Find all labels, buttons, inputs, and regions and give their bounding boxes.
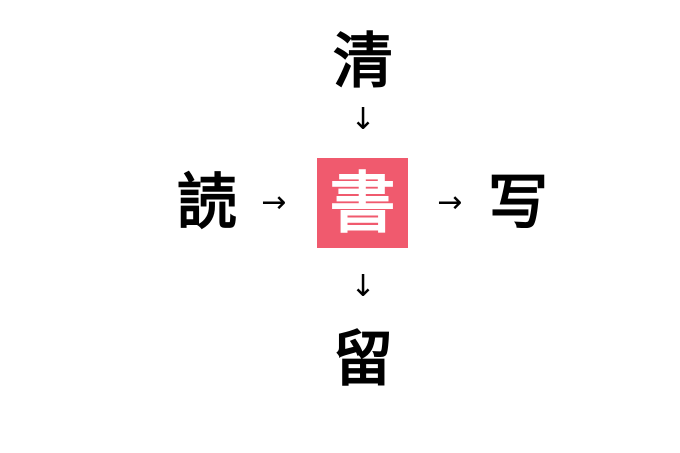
- arrow-right-right-icon: →: [437, 185, 463, 220]
- kanji-left: 読: [177, 168, 237, 238]
- kanji-right: 写: [488, 168, 548, 238]
- arrow-right-left-icon: →: [261, 185, 287, 220]
- arrow-down-top-icon: ↓: [350, 102, 376, 137]
- kanji-top: 清: [333, 27, 393, 97]
- center-answer-box: 書: [317, 158, 408, 248]
- kanji-bottom: 留: [333, 325, 393, 395]
- arrow-down-bottom-icon: ↓: [350, 269, 376, 304]
- kanji-center: 書: [329, 164, 396, 242]
